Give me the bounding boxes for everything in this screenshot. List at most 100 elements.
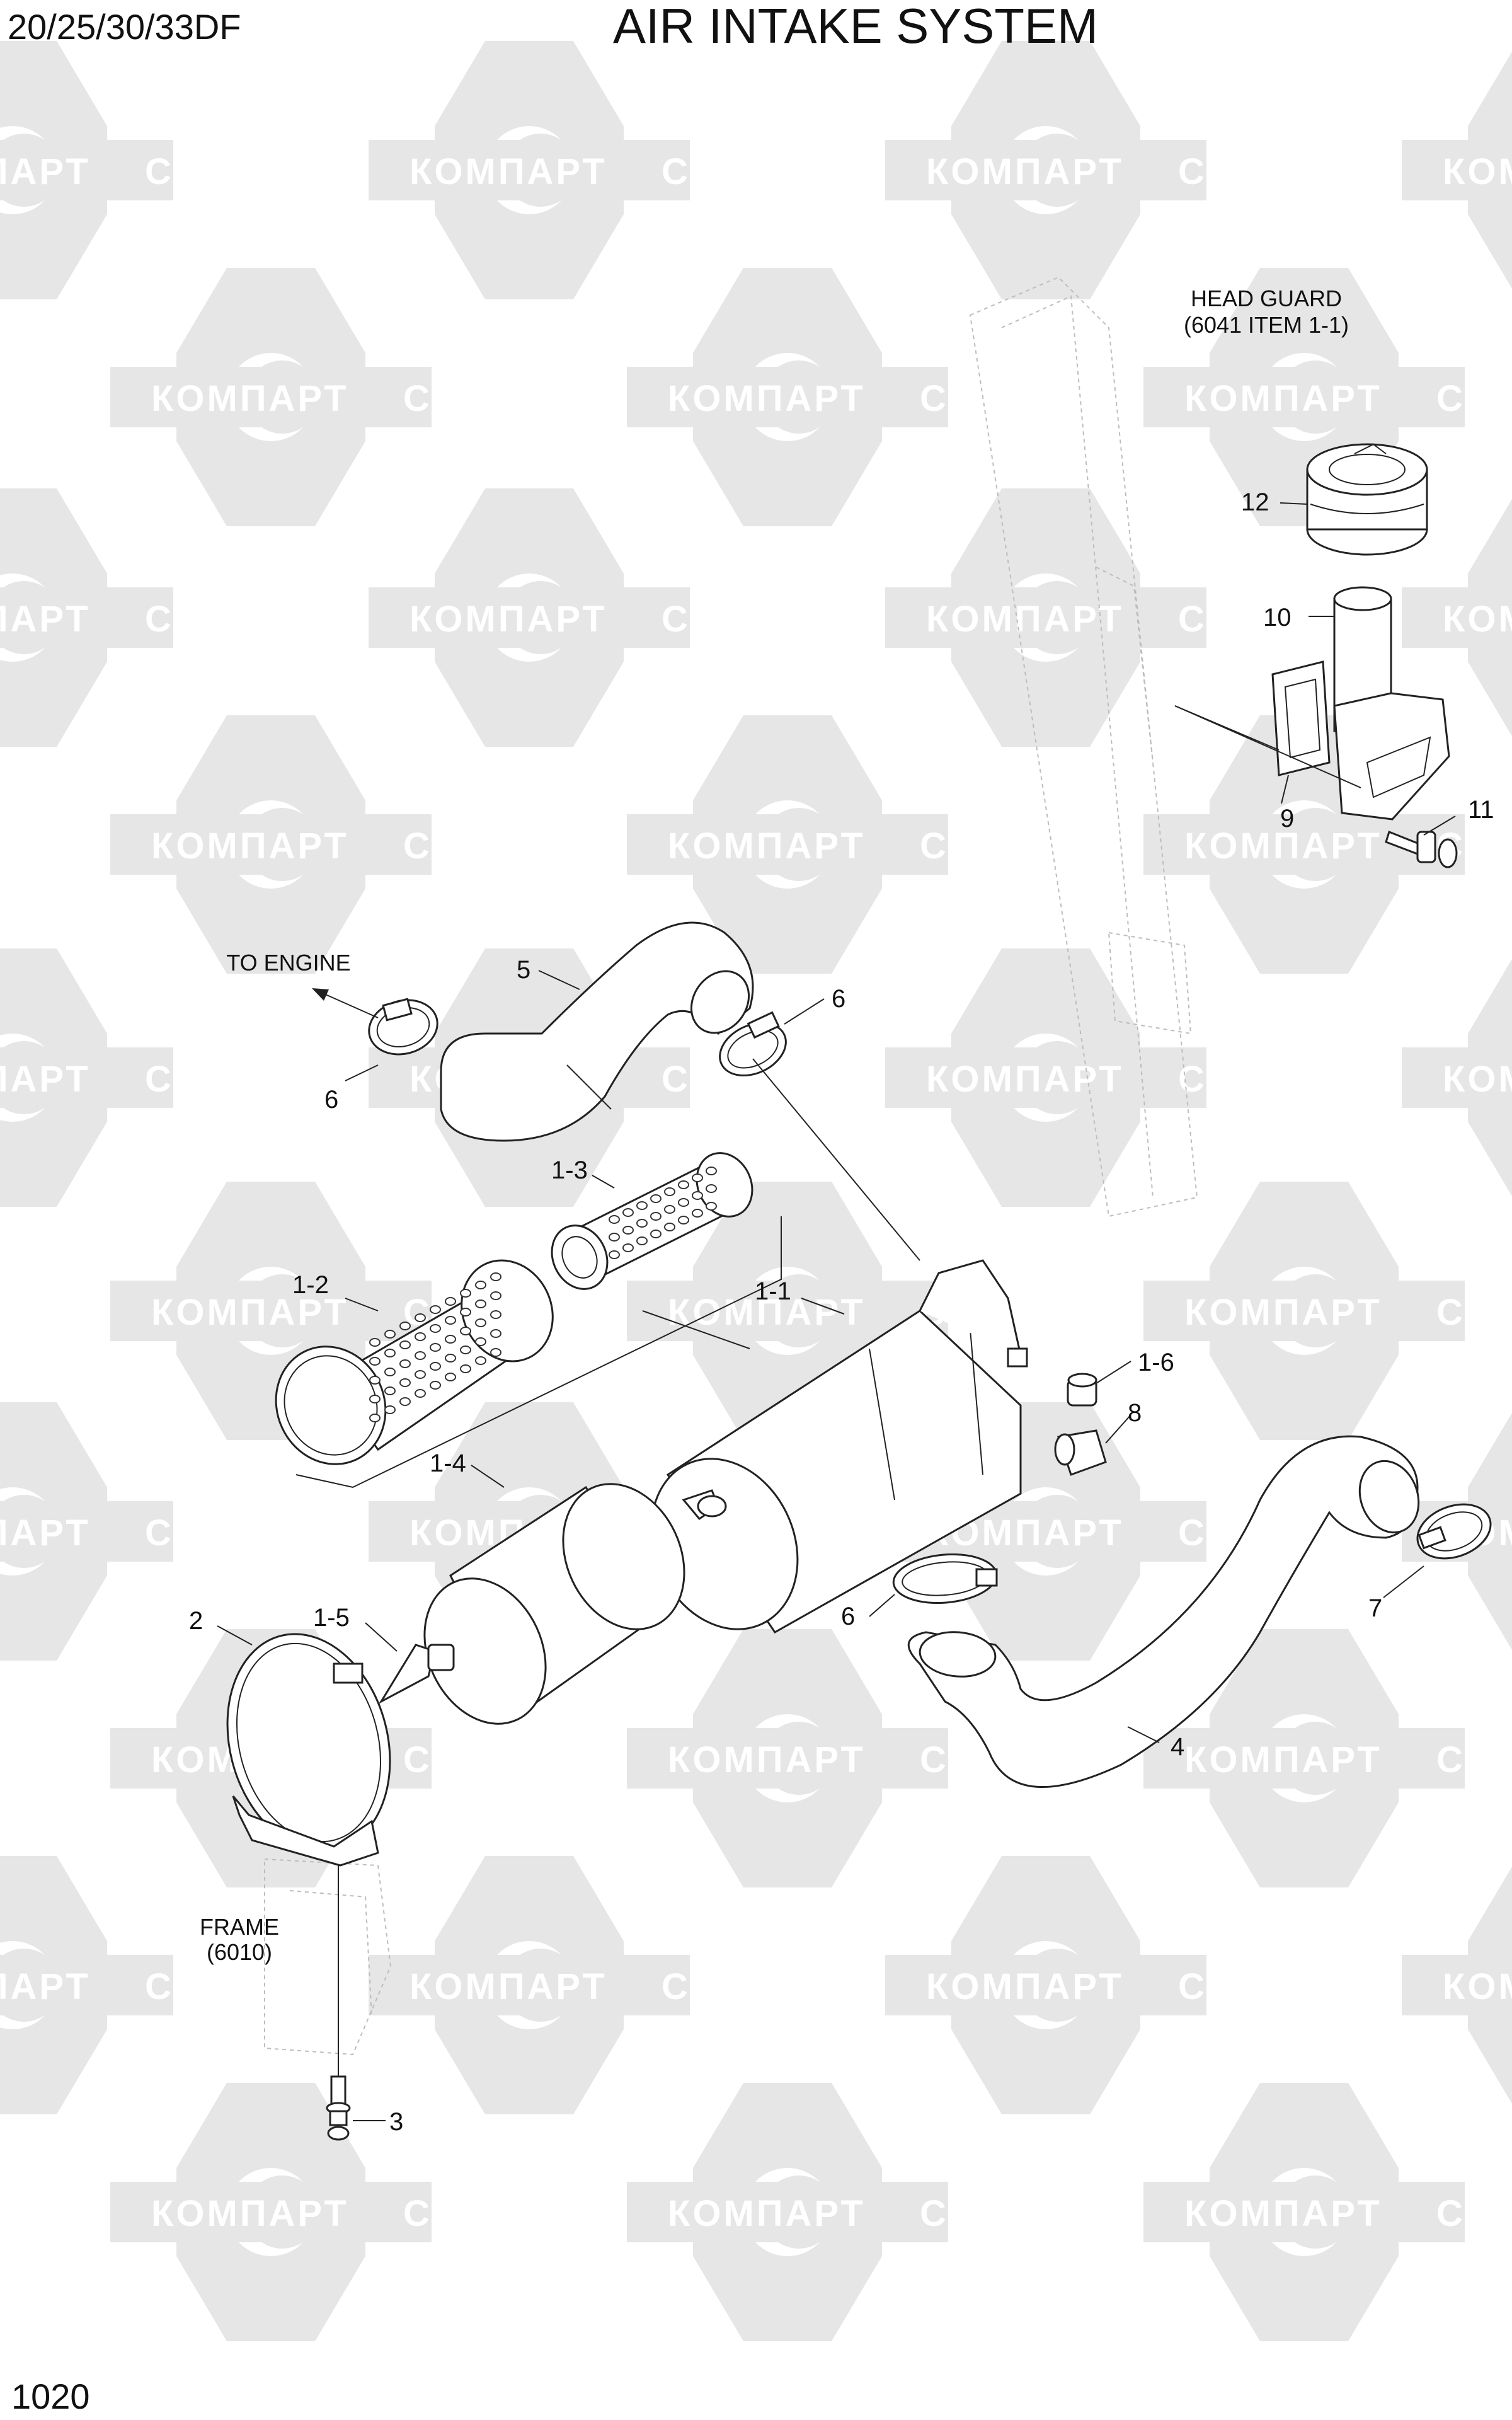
perforation-hole: [490, 1291, 501, 1300]
callout-2: 2: [189, 1607, 203, 1635]
perforation-hole: [490, 1329, 501, 1338]
perforation-hole: [399, 1359, 411, 1368]
hose-clamp-engine: [368, 998, 438, 1056]
callout-6-top-right: 6: [832, 985, 845, 1013]
callout-1-5: 1-5: [313, 1604, 350, 1632]
perforation-hole: [399, 1340, 411, 1349]
perforation-hole: [369, 1414, 381, 1422]
watermark-text-cyrillic: КОМПАРТ: [926, 1059, 1124, 1100]
mounting-band: [226, 1633, 391, 1867]
callout-4: 4: [1171, 1733, 1184, 1761]
perforation-hole: [384, 1349, 396, 1357]
callout-1-3: 1-3: [551, 1156, 588, 1184]
watermark-text-cyrillic: КОМПАРТ: [0, 1512, 91, 1553]
perforation-hole: [369, 1376, 381, 1385]
perforation-hole: [430, 1343, 441, 1352]
perforation-hole: [678, 1216, 689, 1224]
perforation-hole: [490, 1272, 501, 1281]
perforation-hole: [664, 1187, 675, 1196]
perforation-hole: [384, 1386, 396, 1395]
watermark-text-latin: COMPART: [1178, 1059, 1378, 1100]
watermark-text-latin: COMPART: [1436, 1739, 1512, 1780]
valve-spike: [378, 1644, 455, 1704]
perforation-hole: [369, 1357, 381, 1366]
perforation-hole: [399, 1322, 411, 1330]
callout-6-left: 6: [324, 1086, 338, 1114]
watermark-text-cyrillic: КОМПАРТ: [151, 378, 349, 419]
perforation-hole: [609, 1233, 620, 1242]
upper-hose: [440, 921, 754, 1142]
perforation-hole: [399, 1378, 411, 1387]
page-title: AIR INTAKE SYSTEM: [613, 0, 1098, 54]
lower-hose: [907, 1435, 1420, 1788]
watermark-tile: КОМПАРТ COMPART: [885, 948, 1378, 1207]
to-engine-arrow: [312, 988, 379, 1018]
watermark-text-cyrillic: КОМПАРТ: [0, 599, 91, 640]
air-cleaner-cover: [423, 1483, 685, 1725]
watermark-text-cyrillic: КОМПАРТ: [151, 1292, 349, 1333]
perforation-hole: [475, 1318, 486, 1327]
watermark-tile: КОМПАРТ COMPART: [0, 1402, 345, 1661]
watermark-text-latin: COMPART: [662, 151, 861, 192]
perforation-hole: [650, 1194, 662, 1203]
head-guard-outline: [969, 276, 1198, 1218]
vent-cap: [1067, 1373, 1097, 1407]
perforation-hole: [636, 1201, 648, 1210]
watermark-text-cyrillic: КОМПАРТ: [1443, 1966, 1512, 2007]
callout-1-6: 1-6: [1138, 1349, 1174, 1376]
watermark-text-latin: COMPART: [1178, 1966, 1378, 2007]
perforation-hole: [692, 1209, 703, 1218]
to-engine-note: TO ENGINE: [226, 950, 350, 976]
watermark-text-latin: COMPART: [403, 378, 603, 419]
watermark-text-cyrillic: КОМПАРТ: [1184, 1292, 1382, 1333]
perforation-hole: [706, 1202, 717, 1211]
perforation-hole: [430, 1381, 441, 1390]
perforation-hole: [415, 1351, 426, 1360]
perforation-hole: [475, 1299, 486, 1308]
watermark-text-latin: COMPART: [145, 599, 345, 640]
callout-10: 10: [1263, 604, 1292, 631]
watermark-text-cyrillic: КОМПАРТ: [410, 1966, 607, 2007]
perforation-hole: [384, 1368, 396, 1376]
watermark-text-cyrillic: КОМПАРТ: [410, 151, 607, 192]
perforation-hole: [622, 1226, 634, 1235]
pre-cleaner-cap: [1306, 443, 1428, 556]
watermark-text-latin: COMPART: [920, 826, 1120, 867]
watermark-text-cyrillic: КОМПАРТ: [1184, 378, 1382, 419]
watermark-text-cyrillic: КОМПАРТ: [1184, 1739, 1382, 1780]
perforation-hole: [609, 1250, 620, 1259]
perforation-hole: [445, 1316, 456, 1325]
perforation-hole: [622, 1243, 634, 1252]
watermark-text-latin: COMPART: [403, 1739, 603, 1780]
perforation-hole: [399, 1397, 411, 1406]
callout-1-2: 1-2: [292, 1271, 329, 1299]
watermark-text-cyrillic: КОМПАРТ: [1443, 151, 1512, 192]
perforation-pattern-large: [369, 1272, 501, 1422]
mounting-bolt: [326, 1865, 351, 2141]
perforation-hole: [622, 1208, 634, 1217]
leader-lines: [217, 502, 1456, 2121]
callout-11: 11: [1468, 796, 1494, 824]
perforation-hole: [692, 1173, 703, 1182]
assembly-bracket-lines: [295, 1216, 782, 1489]
watermark-text-latin: COMPART: [1436, 2193, 1512, 2234]
safety-element: [551, 1152, 753, 1290]
watermark-text-latin: COMPART: [1436, 378, 1512, 419]
perforation-hole: [650, 1230, 662, 1238]
hose-clamp-upper: [719, 1011, 787, 1077]
perforation-hole: [460, 1308, 471, 1317]
model-code: 20/25/30/33DF: [8, 7, 241, 47]
watermark-text-latin: COMPART: [145, 1512, 345, 1553]
perforation-hole: [460, 1345, 471, 1354]
